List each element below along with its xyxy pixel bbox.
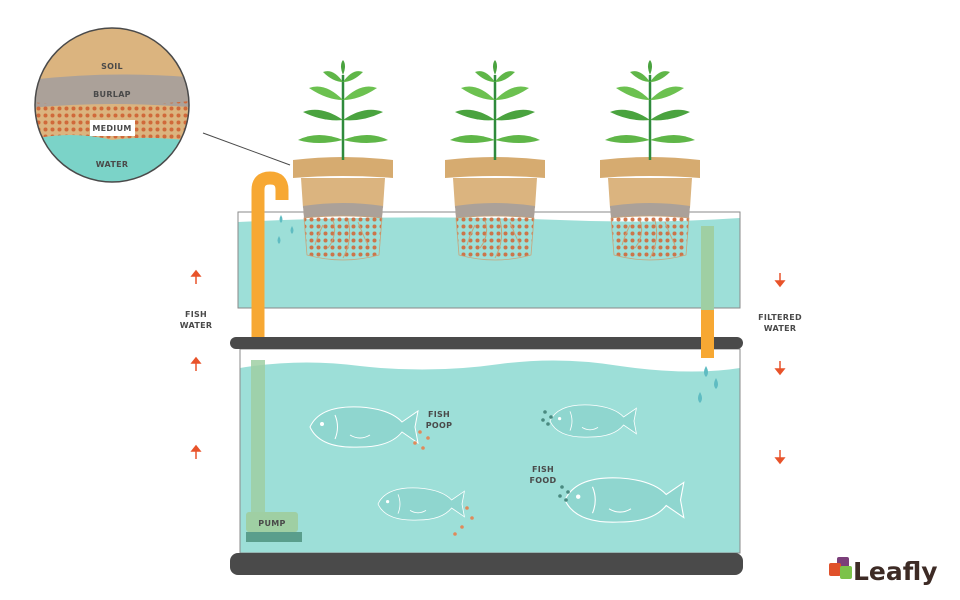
inset-border <box>34 27 190 183</box>
filtered-water-label-2: WATER <box>764 324 797 333</box>
tank-shelf-bar <box>230 337 743 349</box>
layer-medium: MEDIUM <box>92 124 131 133</box>
fish-food-label-2: FOOD <box>530 476 557 485</box>
flow-arrows-down <box>774 273 786 465</box>
layer-soil: SOIL <box>101 62 123 71</box>
flow-arrows-up <box>190 269 202 459</box>
fish-water-label-2: WATER <box>180 321 213 330</box>
fish-water-label-1: FISH <box>185 310 207 319</box>
fish-food-label-1: FISH <box>532 465 554 474</box>
plant-pot-3 <box>599 58 701 261</box>
plant-pot-1 <box>292 58 394 261</box>
plant-pot-2 <box>444 58 546 261</box>
pump <box>246 512 302 542</box>
inset-pointer-line <box>202 132 291 166</box>
water-drops-left <box>277 215 294 244</box>
leafly-logo: Leafly <box>829 557 938 586</box>
fish-poop-label-2: POOP <box>426 421 453 430</box>
drain-pipe <box>701 226 714 358</box>
layer-burlap: BURLAP <box>93 90 131 99</box>
fish-tank <box>239 348 741 554</box>
water-drops-right <box>698 366 718 403</box>
medium-layers-inset <box>35 28 189 182</box>
pump-label: PUMP <box>258 519 285 528</box>
fish-poop-label-1: FISH <box>428 410 450 419</box>
filtered-water-label-1: FILTERED <box>758 313 802 322</box>
tank-base-bar <box>230 553 743 575</box>
layer-water: WATER <box>96 160 129 169</box>
fish-food-particles <box>541 410 570 502</box>
fish-poop-particles <box>413 430 474 536</box>
pump-pipe <box>251 171 289 520</box>
svg-text:Leafly: Leafly <box>853 557 938 586</box>
